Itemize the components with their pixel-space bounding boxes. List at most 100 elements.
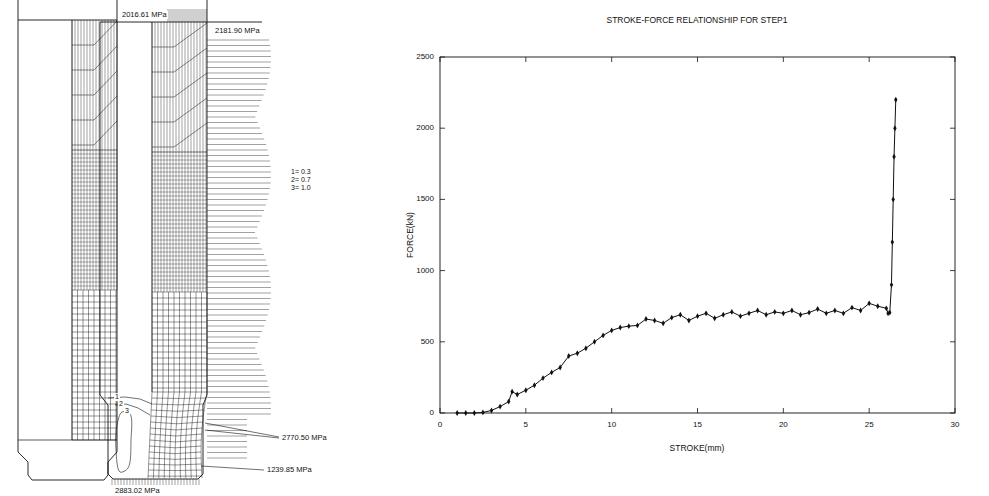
stress-value: 2770.50 MPa <box>281 434 328 442</box>
mesh-line <box>72 286 117 287</box>
chart-title: STROKE-FORCE RELATIONSHIP FOR STEP1 <box>606 16 787 25</box>
mesh-line <box>152 276 207 277</box>
mesh-line <box>72 150 117 151</box>
stress-line <box>188 9 189 22</box>
data-point <box>704 310 707 316</box>
data-point <box>756 308 759 314</box>
stress-line <box>207 199 267 200</box>
tick-mark <box>869 57 870 62</box>
data-point <box>455 410 458 416</box>
stress-line <box>207 45 270 46</box>
stress-line <box>174 9 175 22</box>
mesh-line <box>148 470 201 472</box>
mesh-line <box>150 440 201 442</box>
mesh-line <box>152 232 207 233</box>
stress-line <box>207 397 270 398</box>
stress-line <box>207 56 271 57</box>
stress-line <box>207 51 271 52</box>
stress-line <box>207 172 271 173</box>
tick-mark <box>440 199 445 200</box>
data-point <box>816 306 819 312</box>
data-point <box>850 305 853 311</box>
mesh-line <box>152 382 207 383</box>
stress-line <box>207 326 264 327</box>
tick-mark <box>611 57 612 62</box>
mesh-line <box>152 22 153 292</box>
data-point <box>687 317 690 323</box>
mesh-line <box>152 304 207 305</box>
mesh-line <box>72 262 117 263</box>
stress-line <box>133 479 134 485</box>
mesh-line <box>201 392 207 478</box>
tick-mark <box>950 199 955 200</box>
data-point <box>481 409 484 415</box>
mesh-line <box>152 212 207 213</box>
stress-line <box>166 479 167 485</box>
data-point <box>619 325 622 331</box>
mesh-line <box>72 302 117 303</box>
mesh-line <box>152 172 207 173</box>
stress-line <box>207 166 271 167</box>
stress-line <box>207 161 270 162</box>
mesh-line <box>188 22 189 292</box>
data-point <box>790 308 793 314</box>
stress-line <box>207 436 247 437</box>
stress-value: 2181.90 MPa <box>214 27 261 35</box>
axis-label: FORCE(kN) <box>406 212 415 258</box>
stress-line <box>207 106 259 107</box>
mesh-line <box>185 292 186 392</box>
mesh-line <box>200 22 201 292</box>
mesh-line <box>203 22 204 292</box>
mesh-line <box>158 22 159 292</box>
mesh-line <box>88 290 89 440</box>
data-point <box>764 312 767 318</box>
mesh-line <box>72 226 117 227</box>
mesh-line <box>75 20 76 290</box>
stress-line <box>160 479 161 485</box>
mesh-line <box>72 210 117 211</box>
stress-line <box>193 479 194 485</box>
mesh-line <box>72 162 117 163</box>
tick-mark <box>950 270 955 271</box>
mesh-line <box>72 266 117 267</box>
stress-line <box>178 479 179 485</box>
tick-label: 25 <box>865 421 874 430</box>
mesh-line <box>152 224 207 225</box>
stress-line <box>207 84 267 85</box>
stress-line <box>207 276 270 277</box>
tick-label: 15 <box>693 421 702 430</box>
stress-line <box>192 9 193 22</box>
stress-line <box>206 9 207 22</box>
stress-line <box>207 370 264 371</box>
mesh-line <box>152 152 207 153</box>
mesh-line <box>152 48 207 72</box>
mesh-line <box>72 258 117 259</box>
tick-mark <box>950 413 955 414</box>
mesh-line <box>72 222 117 223</box>
data-point <box>661 320 664 326</box>
tick-label: 30 <box>951 421 960 430</box>
stress-line <box>207 232 255 233</box>
data-point <box>558 364 561 370</box>
mesh-line <box>72 332 117 333</box>
tick-mark <box>440 341 445 342</box>
mesh-line <box>152 180 207 181</box>
mesh-line <box>152 260 207 261</box>
mesh-line <box>152 272 207 273</box>
mesh-line <box>81 20 82 290</box>
mesh-line <box>155 22 156 292</box>
mesh-line <box>152 160 207 161</box>
stress-line <box>178 9 179 22</box>
stress-line <box>200 9 201 22</box>
tick-mark <box>783 408 784 413</box>
data-point <box>464 410 467 416</box>
axis-label: STROKE(mm) <box>670 444 725 453</box>
mesh-line <box>152 292 207 293</box>
stress-line <box>207 320 266 321</box>
data-point <box>498 404 501 410</box>
data-point <box>859 308 862 314</box>
stress-line <box>115 479 116 485</box>
data-point <box>825 310 828 316</box>
stress-line <box>118 479 119 485</box>
stress-line <box>196 479 197 485</box>
